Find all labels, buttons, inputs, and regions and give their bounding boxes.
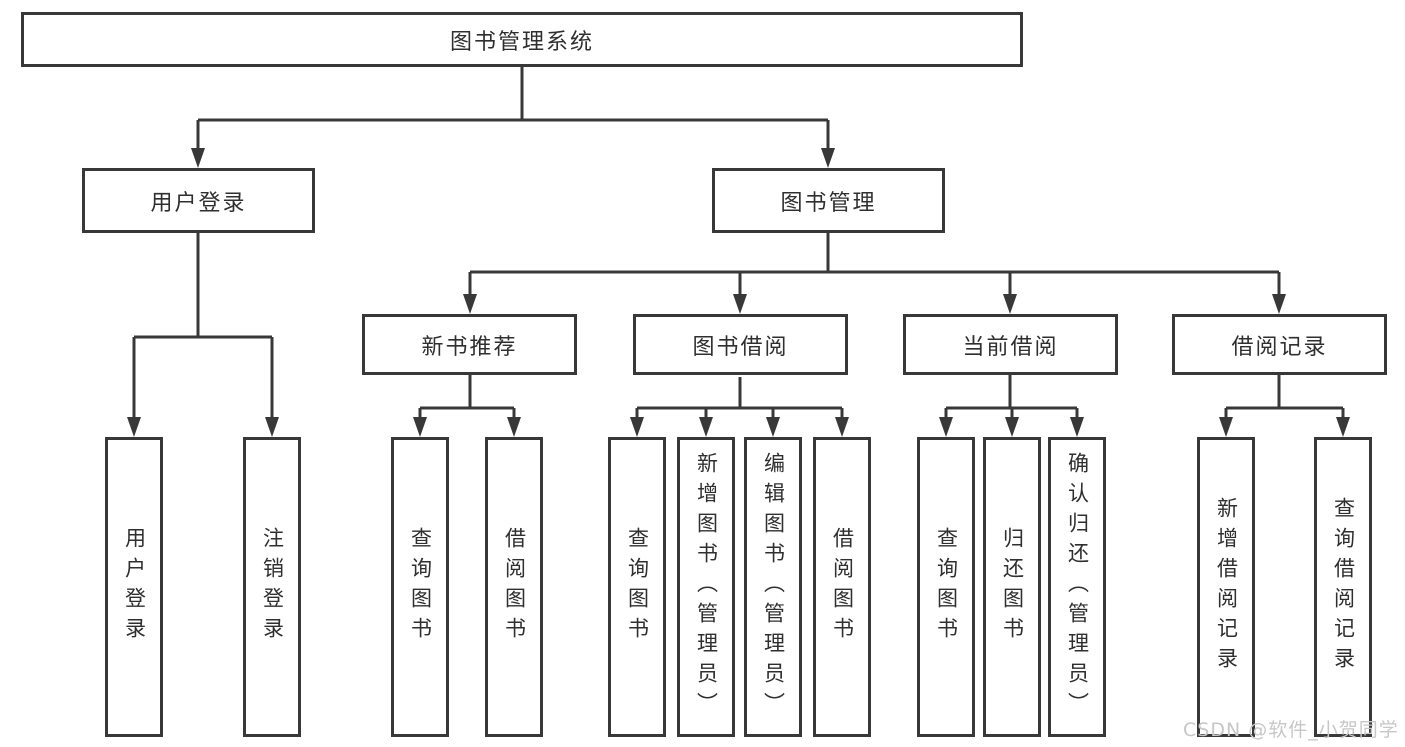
leaf-bb-borrow-book-label: 借阅图书 bbox=[830, 527, 855, 647]
node-new-book-recommend: 新书推荐 bbox=[362, 314, 577, 375]
node-book-management-label: 图书管理 bbox=[780, 190, 877, 216]
leaf-cb-query-book-label: 查询图书 bbox=[934, 527, 959, 647]
leaf-bb-borrow-book: 借阅图书 bbox=[813, 437, 871, 737]
leaf-cb-confirm-return-admin: 确认归还（管理员） bbox=[1048, 437, 1106, 737]
leaf-bb-edit-book-admin: 编辑图书（管理员） bbox=[744, 437, 802, 737]
node-new-book-recommend-label: 新书推荐 bbox=[421, 334, 518, 360]
leaf-logout-label: 注销登录 bbox=[260, 527, 285, 647]
leaf-cb-return-book: 归还图书 bbox=[983, 437, 1041, 737]
leaf-nbr-query-book-label: 查询图书 bbox=[408, 527, 433, 647]
leaf-bb-add-book-admin-label: 新增图书（管理员） bbox=[694, 452, 719, 722]
leaf-cb-query-book: 查询图书 bbox=[917, 437, 975, 737]
node-root-system: 图书管理系统 bbox=[21, 12, 1023, 67]
node-current-borrow: 当前借阅 bbox=[903, 314, 1118, 375]
leaf-br-query-record-label: 查询借阅记录 bbox=[1331, 497, 1356, 677]
node-user-login: 用户登录 bbox=[82, 168, 315, 233]
leaf-user-login-label: 用户登录 bbox=[122, 527, 147, 647]
leaf-bb-edit-book-admin-label: 编辑图书（管理员） bbox=[761, 452, 786, 722]
node-current-borrow-label: 当前借阅 bbox=[962, 334, 1059, 360]
node-book-management: 图书管理 bbox=[712, 168, 945, 233]
leaf-bb-query-book-label: 查询图书 bbox=[625, 527, 650, 647]
node-book-borrow: 图书借阅 bbox=[633, 314, 848, 375]
node-borrow-record-label: 借阅记录 bbox=[1231, 334, 1328, 360]
node-root-system-label: 图书管理系统 bbox=[449, 29, 594, 55]
leaf-cb-confirm-return-admin-label: 确认归还（管理员） bbox=[1065, 452, 1090, 722]
leaf-br-add-record-label: 新增借阅记录 bbox=[1214, 497, 1239, 677]
leaf-br-query-record: 查询借阅记录 bbox=[1314, 437, 1372, 737]
node-book-borrow-label: 图书借阅 bbox=[692, 334, 789, 360]
leaf-cb-return-book-label: 归还图书 bbox=[1000, 527, 1025, 647]
leaf-bb-add-book-admin: 新增图书（管理员） bbox=[677, 437, 735, 737]
leaf-bb-query-book: 查询图书 bbox=[608, 437, 666, 737]
csdn-watermark: CSDN @软件_小贺同学 bbox=[1183, 719, 1399, 741]
leaf-user-login: 用户登录 bbox=[105, 437, 163, 737]
node-borrow-record: 借阅记录 bbox=[1172, 314, 1387, 375]
leaf-nbr-borrow-book-label: 借阅图书 bbox=[502, 527, 527, 647]
node-user-login-label: 用户登录 bbox=[150, 190, 247, 216]
leaf-logout: 注销登录 bbox=[243, 437, 301, 737]
leaf-nbr-query-book: 查询图书 bbox=[391, 437, 449, 737]
leaf-nbr-borrow-book: 借阅图书 bbox=[485, 437, 543, 737]
leaf-br-add-record: 新增借阅记录 bbox=[1197, 437, 1255, 737]
